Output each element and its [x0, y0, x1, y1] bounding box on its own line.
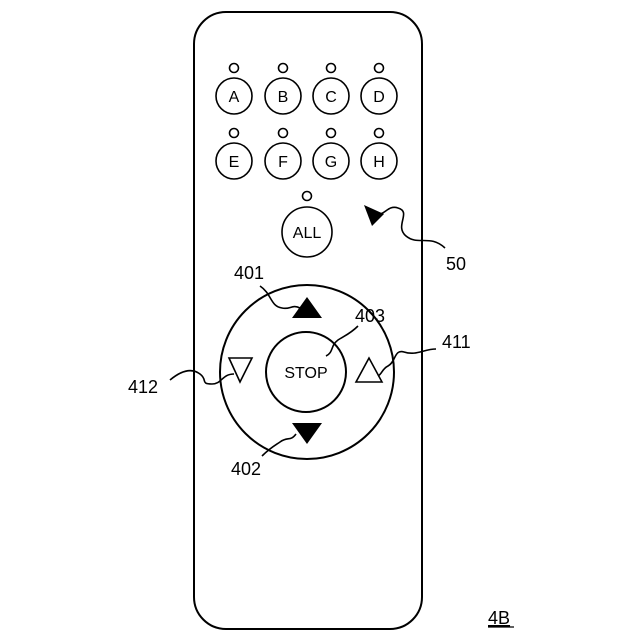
down-arrow-button[interactable] — [292, 423, 322, 444]
ref-label-412: 412 — [128, 377, 158, 397]
indicator-led-a — [230, 64, 239, 73]
all-button-label: ALL — [293, 225, 322, 242]
figure-label: 4B — [488, 608, 510, 628]
channel-button-label: G — [325, 154, 337, 171]
channel-button-a[interactable]: A — [216, 78, 252, 114]
leader-line-50 — [372, 207, 445, 248]
button-row-1: A B C D — [216, 64, 397, 115]
leader-line-411 — [378, 349, 436, 376]
ref-label-50: 50 — [446, 254, 466, 274]
left-arrow-button[interactable] — [229, 358, 252, 382]
channel-button-label: E — [229, 154, 240, 171]
channel-button-b[interactable]: B — [265, 78, 301, 114]
leader-line-412 — [170, 371, 234, 384]
channel-button-g[interactable]: G — [313, 143, 349, 179]
channel-button-label: H — [373, 154, 385, 171]
channel-button-d[interactable]: D — [361, 78, 397, 114]
channel-button-h[interactable]: H — [361, 143, 397, 179]
indicator-led-f — [279, 129, 288, 138]
all-button[interactable]: ALL — [282, 207, 332, 257]
ref-label-401: 401 — [234, 263, 264, 283]
channel-button-label: D — [373, 89, 385, 106]
leader-arrowhead-50 — [364, 205, 384, 226]
indicator-led-g — [327, 129, 336, 138]
button-row-2: E F G H — [216, 129, 397, 180]
channel-button-label: B — [278, 89, 289, 106]
indicator-led-b — [279, 64, 288, 73]
channel-button-e[interactable]: E — [216, 143, 252, 179]
indicator-led-h — [375, 129, 384, 138]
indicator-led-c — [327, 64, 336, 73]
leader-line-402 — [262, 434, 296, 456]
channel-button-c[interactable]: C — [313, 78, 349, 114]
channel-button-label: C — [325, 89, 337, 106]
channel-button-f[interactable]: F — [265, 143, 301, 179]
indicator-led-e — [230, 129, 239, 138]
ref-label-403: 403 — [355, 306, 385, 326]
indicator-led-all — [303, 192, 312, 201]
ref-label-402: 402 — [231, 459, 261, 479]
channel-button-label: F — [278, 154, 288, 171]
stop-button-label: STOP — [284, 365, 327, 382]
right-arrow-button[interactable] — [356, 358, 382, 382]
indicator-led-d — [375, 64, 384, 73]
channel-button-label: A — [229, 89, 240, 106]
ref-label-411: 411 — [442, 332, 471, 352]
